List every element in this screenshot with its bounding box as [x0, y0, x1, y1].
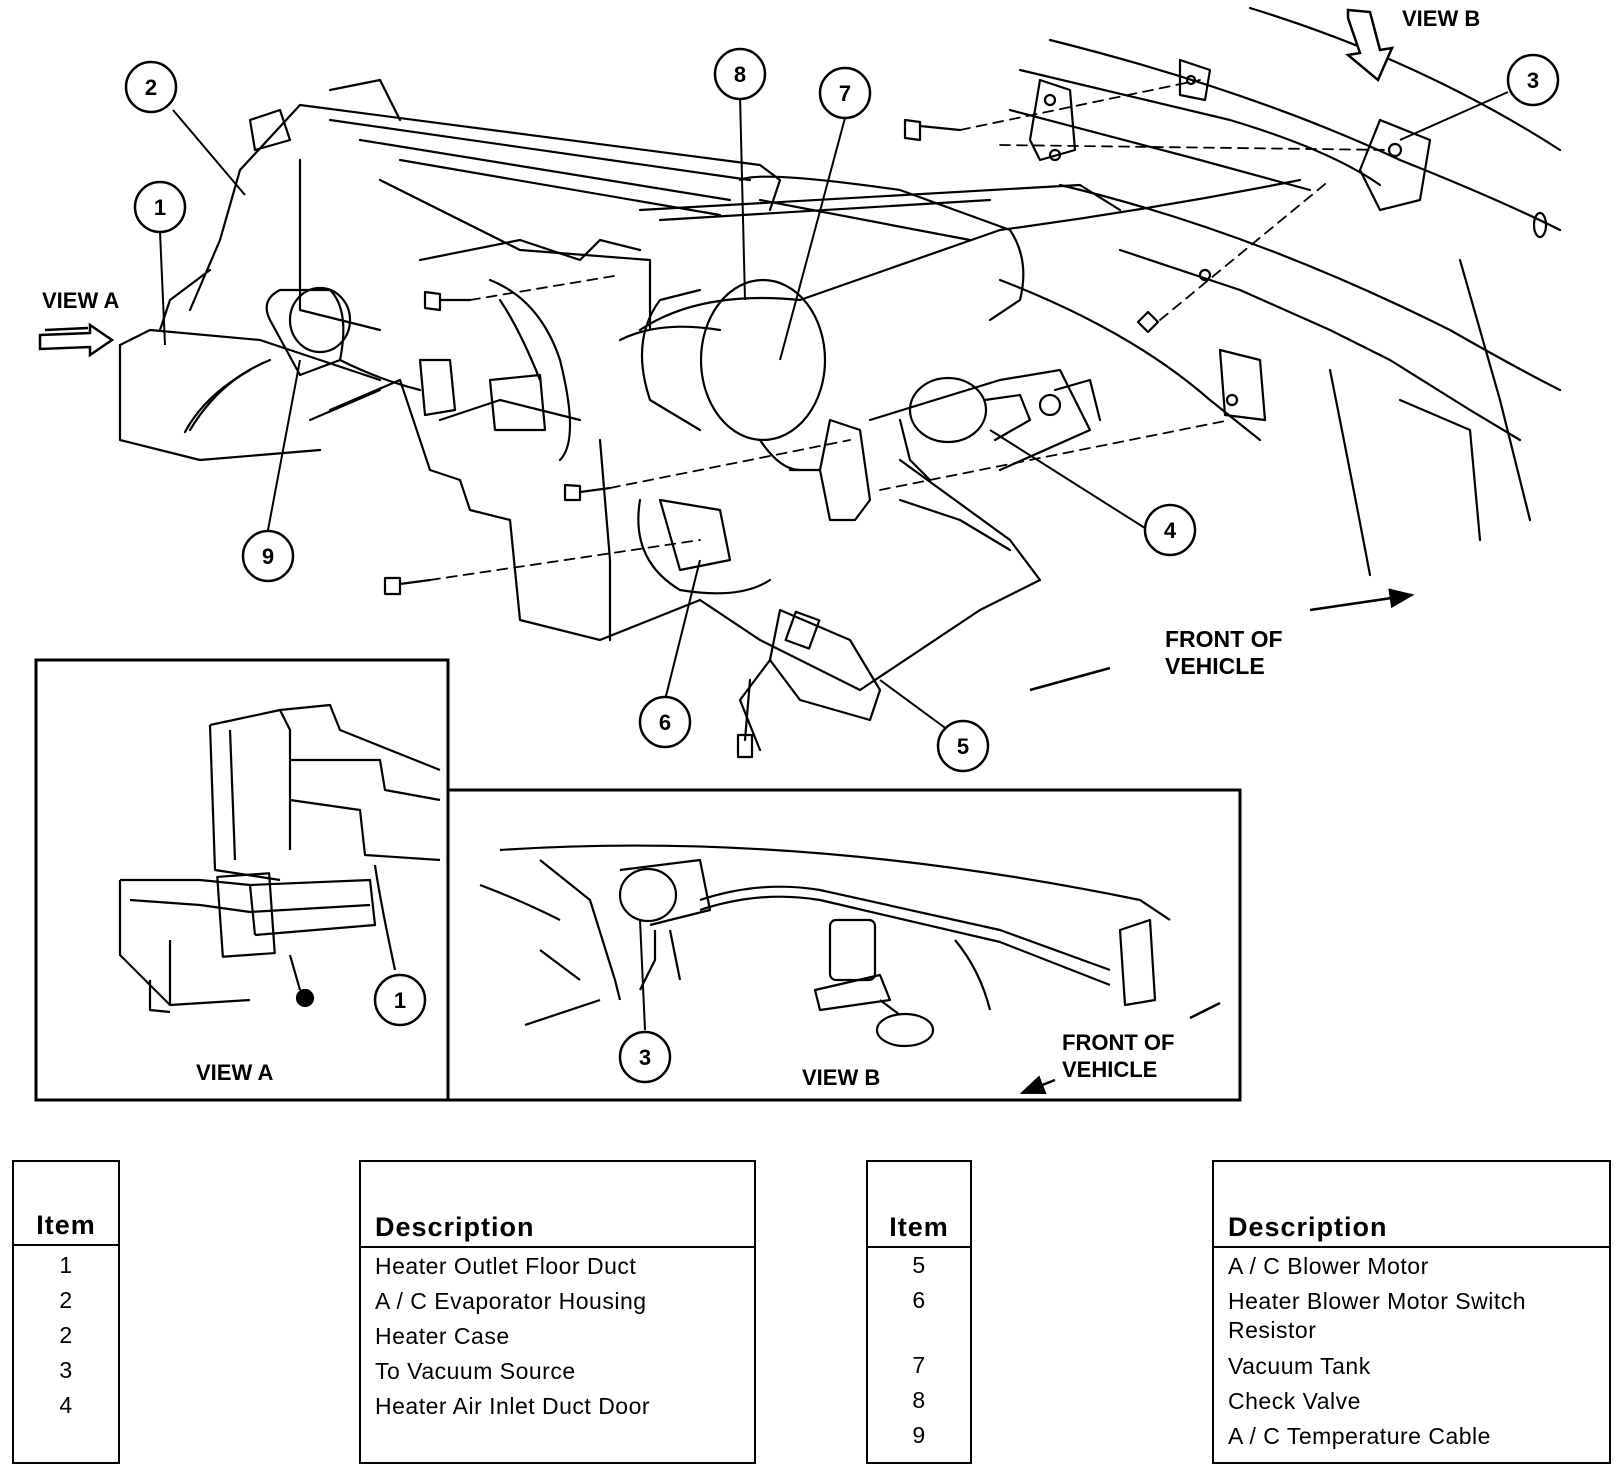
legend-right-description: Vacuum Tank — [1228, 1353, 1371, 1379]
legend-left-description: Heater Outlet Floor Duct — [375, 1253, 637, 1279]
legend-right-item: 9 — [912, 1422, 926, 1448]
legend-left-item: 1 — [59, 1252, 73, 1278]
cowl-panel — [998, 6, 1562, 577]
callout-7: 7 — [818, 66, 872, 120]
legend-left-item: 2 — [59, 1287, 73, 1313]
inset-view-a: 1 VIEW A — [34, 658, 450, 1102]
callout-2: 2 — [124, 60, 178, 114]
plenum-housing — [188, 78, 1122, 332]
legend-left-description-header: Description — [361, 1212, 754, 1248]
inset-b-drawing — [479, 844, 1171, 1048]
legend-left-item: 2 — [59, 1322, 73, 1348]
inset-a-callout: 1 — [373, 973, 427, 1027]
callout-1: 1 — [133, 180, 187, 234]
callout-3-number: 3 — [1527, 68, 1539, 93]
assembly-guide-lines — [429, 79, 1391, 581]
blower-motor — [736, 608, 882, 759]
callout-7-number: 7 — [839, 81, 851, 106]
inset-a-duct-drawing — [118, 703, 441, 1014]
inset-b-leader — [639, 919, 646, 1031]
callout-8-number: 8 — [734, 62, 746, 87]
callout-4: 4 — [1143, 503, 1197, 557]
inset-b-callout-number: 3 — [639, 1045, 651, 1070]
main-assembly — [118, 6, 1562, 759]
legend-left-description: A / C Evaporator Housing — [375, 1288, 647, 1314]
view-b-label: VIEW B — [1402, 6, 1480, 31]
vacuum-tank — [640, 175, 1025, 442]
callout-2-number: 2 — [145, 75, 157, 100]
legend-right-description-header: Description — [1214, 1212, 1609, 1248]
front-of-vehicle-line2: VEHICLE — [1165, 653, 1265, 679]
temperature-control — [183, 286, 547, 434]
callout-leaders — [159, 91, 1509, 731]
legend-left-description-column: Description Heater Outlet Floor Duct A /… — [359, 1160, 756, 1464]
legend-right-item-column: Item 5 6 7 8 9 — [866, 1160, 972, 1464]
legend-right-item: 8 — [912, 1387, 926, 1413]
legend-right-description-column: Description A / C Blower Motor Heater Bl… — [1212, 1160, 1611, 1464]
callout-1-number: 1 — [154, 195, 166, 220]
callout-9: 9 — [241, 529, 295, 583]
inset-view-b: 3 VIEW B FRONT OF VEHICLE — [446, 788, 1242, 1102]
inset-b-caption: VIEW B — [802, 1065, 880, 1090]
inlet-door-actuator — [908, 376, 1102, 444]
legend-left-item: 3 — [59, 1357, 73, 1383]
legend-right-description: Heater Blower Motor Switch Resistor — [1228, 1288, 1527, 1343]
mounting-bracket — [788, 58, 1239, 522]
callout-4-number: 4 — [1164, 518, 1177, 543]
inset-b-front-line2: VEHICLE — [1062, 1057, 1157, 1082]
inset-a-caption: VIEW A — [196, 1060, 274, 1085]
legend-right-item: 6 — [912, 1287, 926, 1313]
callout-5-number: 5 — [957, 734, 969, 759]
heater-case — [118, 268, 1092, 692]
callout-5: 5 — [936, 719, 990, 773]
inset-a-callout-number: 1 — [394, 988, 406, 1013]
legend-right-item-header: Item — [868, 1212, 970, 1248]
legend-right-description: Check Valve — [1228, 1388, 1361, 1414]
view-a-arrow — [38, 322, 115, 358]
legend-left-description: Heater Air Inlet Duct Door — [375, 1393, 651, 1419]
legend-left-item-header: Item — [14, 1210, 118, 1246]
callout-6-number: 6 — [659, 710, 671, 735]
view-a-label: VIEW A — [42, 288, 120, 313]
legend-left-item-column: Item 1 2 2 3 4 — [12, 1160, 120, 1464]
callout-8: 8 — [713, 47, 767, 101]
legend-left-description: Heater Case — [375, 1323, 510, 1349]
vacuum-lines — [418, 178, 1302, 482]
callout-3: 3 — [1506, 53, 1560, 107]
legend-right-description: A / C Temperature Cable — [1228, 1423, 1491, 1449]
callout-6: 6 — [638, 695, 692, 749]
blower-resistor — [637, 498, 772, 595]
inset-b-callout: 3 — [618, 1030, 672, 1084]
front-of-vehicle-arrow — [1029, 588, 1415, 692]
front-of-vehicle-line1: FRONT OF — [1165, 626, 1283, 652]
inset-b-front-arrow — [1019, 1001, 1221, 1095]
callout-9-number: 9 — [262, 544, 274, 569]
screws — [383, 118, 1160, 596]
legend-left-item: 4 — [59, 1392, 73, 1418]
legend-right-item: 5 — [912, 1252, 926, 1278]
legend-left-description: To Vacuum Source — [375, 1358, 576, 1384]
view-b-arrow — [1345, 8, 1395, 83]
inset-b-front-line1: FRONT OF — [1062, 1030, 1174, 1055]
legend-right-description: A / C Blower Motor — [1228, 1253, 1429, 1279]
legend-right-item: 7 — [912, 1352, 926, 1378]
